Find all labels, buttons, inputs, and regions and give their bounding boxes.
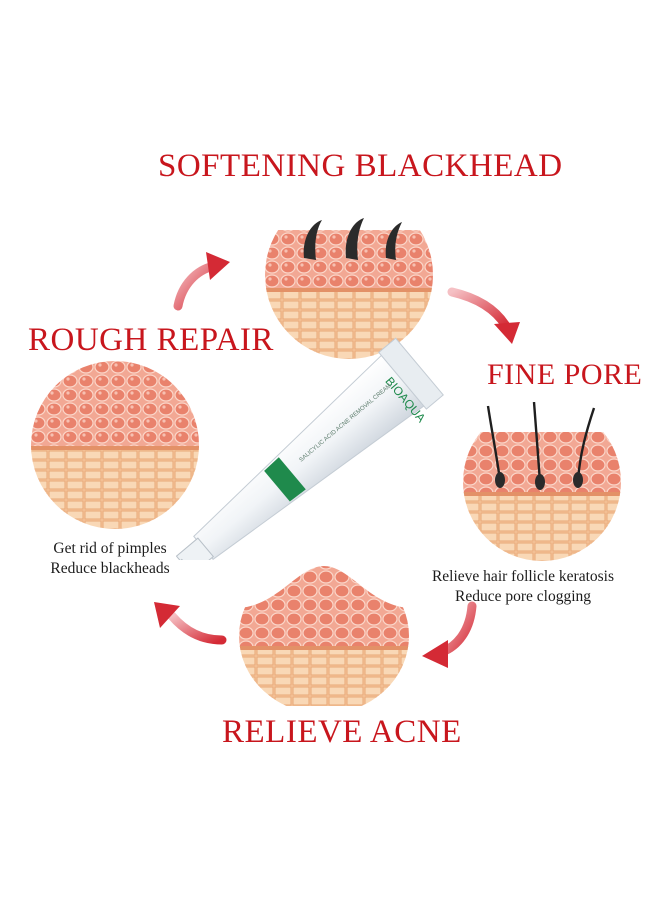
acne-skin-circle bbox=[239, 558, 409, 706]
hair-follicle-skin-circle bbox=[463, 402, 621, 561]
caption-left: Get rid of pimples Reduce blackheads bbox=[30, 539, 190, 579]
arrow-bottom-right-icon bbox=[422, 601, 477, 668]
caption-right: Relieve hair follicle keratosis Reduce p… bbox=[428, 567, 618, 607]
caption-left-line-1: Get rid of pimples bbox=[53, 540, 167, 557]
heading-fine-pore: FINE PORE bbox=[487, 358, 643, 391]
blackhead-skin-circle bbox=[265, 191, 433, 359]
blackhead-marks bbox=[303, 218, 402, 260]
heading-rough-repair: ROUGH REPAIR bbox=[28, 322, 274, 358]
arrow-top-right-icon bbox=[447, 287, 520, 344]
heading-softening-blackhead: SOFTENING BLACKHEAD bbox=[158, 148, 563, 184]
caption-right-line-1: Relieve hair follicle keratosis bbox=[431, 568, 615, 585]
rough-skin-circle bbox=[31, 361, 199, 529]
arrow-bottom-left-icon bbox=[154, 602, 227, 645]
caption-left-line-2: Reduce blackheads bbox=[50, 560, 170, 577]
heading-relieve-acne: RELIEVE ACNE bbox=[222, 714, 462, 750]
caption-right-line-2: Reduce pore clogging bbox=[454, 588, 591, 605]
product-tube-image: BIOAQUA SALICYLIC ACID ACNE REMOVAL CREA… bbox=[176, 337, 444, 560]
arrow-top-left-icon bbox=[173, 252, 230, 311]
